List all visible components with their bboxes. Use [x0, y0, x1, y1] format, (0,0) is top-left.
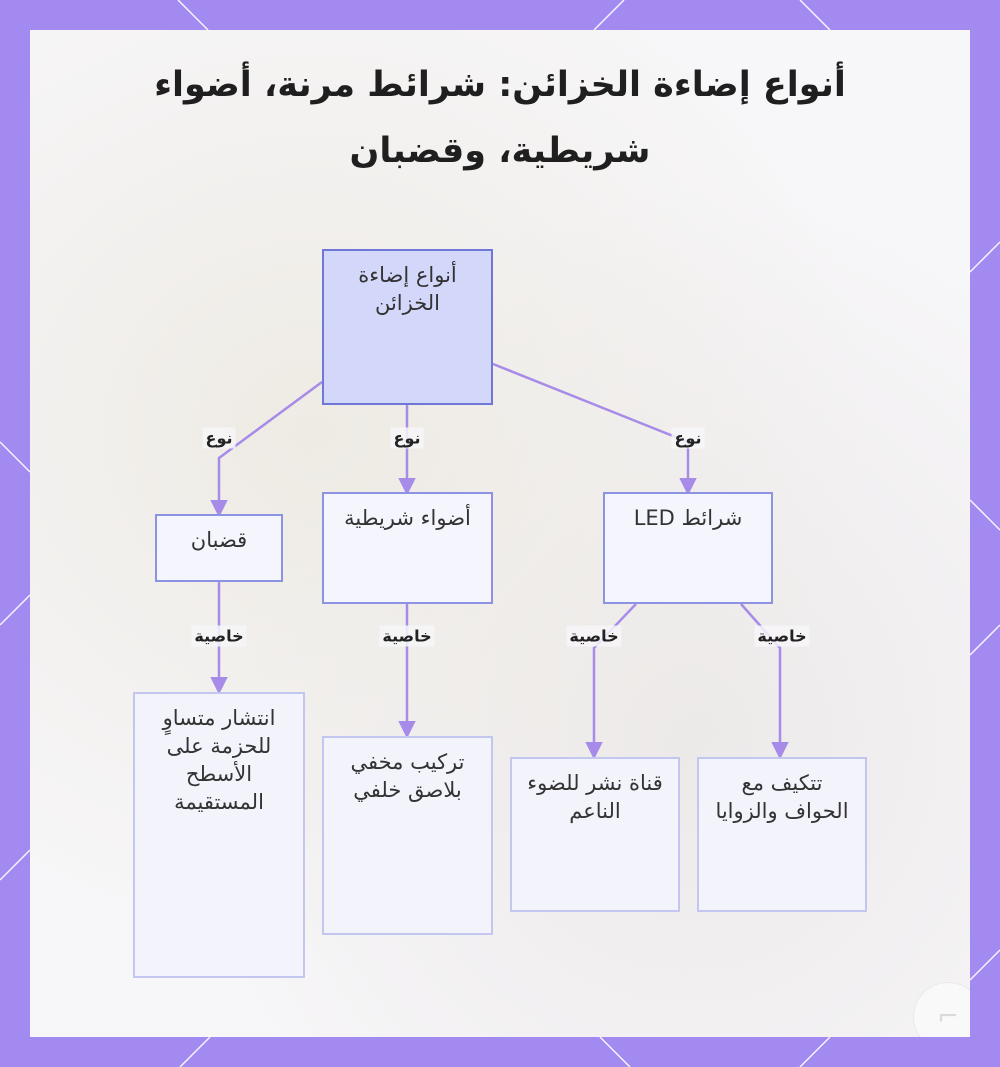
node-diffuser-label: قناة نشر للضوء الناعم	[527, 771, 663, 823]
edge-led-diffuser	[585, 603, 637, 760]
node-hidden-mount-label: تركيب مخفي بلاصق خلفي	[350, 750, 465, 802]
corner-logo-icon: ⌐	[913, 982, 970, 1037]
node-even-spread-label: انتشار متساوٍ للحزمة على الأسطح المستقيم…	[162, 706, 276, 814]
edge-label-led-diffuser: خاصية	[566, 625, 622, 647]
edge-root-bars	[210, 380, 323, 518]
node-diffuser: قناة نشر للضوء الناعم	[510, 757, 680, 912]
node-even-spread: انتشار متساوٍ للحزمة على الأسطح المستقيم…	[133, 692, 305, 978]
diagram-title: أنواع إضاءة الخزائن: شرائط مرنة، أضواء ش…	[154, 65, 846, 171]
edge-led-corners	[740, 603, 789, 760]
node-strip-lights-label: أضواء شريطية	[344, 506, 471, 530]
edge-label-led-corners: خاصية	[754, 625, 810, 647]
edge-label-bars-even: خاصية	[191, 625, 247, 647]
edge-label-root-strip: نوع	[390, 427, 424, 449]
node-led-strips-label: شرائط LED	[633, 506, 743, 530]
node-root: أنواع إضاءة الخزائن	[322, 249, 493, 405]
edge-label-root-led: نوع	[671, 427, 705, 449]
node-corners-label: تتكيف مع الحواف والزوايا	[715, 771, 849, 823]
node-corners: تتكيف مع الحواف والزوايا	[697, 757, 867, 912]
node-led-strips: شرائط LED	[603, 492, 773, 604]
edge-root-led	[492, 362, 697, 496]
edge-label-root-bars: نوع	[202, 427, 236, 449]
node-hidden-mount: تركيب مخفي بلاصق خلفي	[322, 736, 493, 935]
node-root-label: أنواع إضاءة الخزائن	[358, 263, 457, 315]
node-strip-lights: أضواء شريطية	[322, 492, 493, 604]
edge-label-strip-hidden: خاصية	[379, 625, 435, 647]
node-bars-label: قضبان	[190, 528, 248, 552]
node-bars: قضبان	[155, 514, 283, 582]
